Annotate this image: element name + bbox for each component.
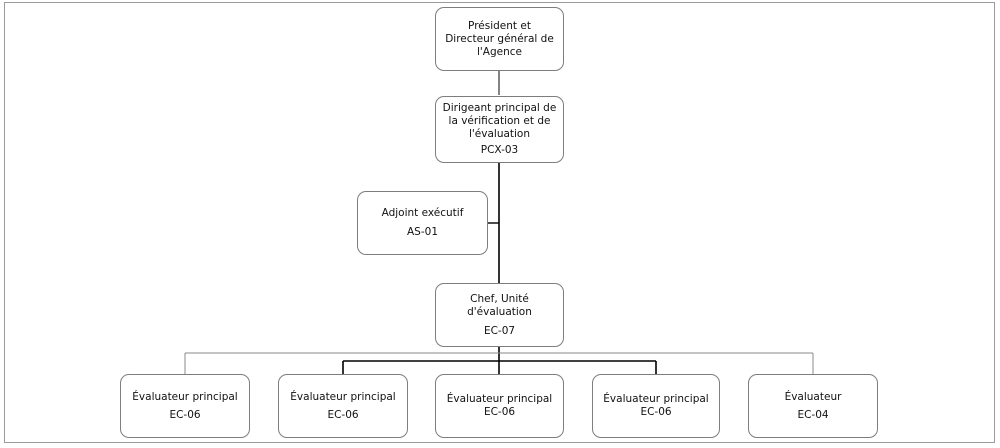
- node-cao: Dirigeant principal de la vérification e…: [435, 96, 564, 163]
- node-evaluator-3-title: Évaluateur principal: [446, 393, 553, 405]
- node-cao-code: PCX-03: [480, 144, 519, 156]
- node-evaluator-5: Évaluateur EC-04: [748, 374, 878, 438]
- node-evaluator-1: Évaluateur principal EC-06: [120, 374, 250, 438]
- diagram-frame: [4, 2, 995, 443]
- node-evaluator-4-title: Évaluateur principal: [603, 393, 709, 405]
- node-evaluator-1-title: Évaluateur principal: [132, 390, 238, 403]
- node-assistant-code: AS-01: [407, 226, 438, 238]
- node-evaluator-2: Évaluateur principal EC-06: [278, 374, 408, 438]
- node-evaluator-2-title: Évaluateur principal: [290, 390, 396, 403]
- node-evaluator-3: Évaluateur principal EC-06: [435, 374, 564, 438]
- node-chief: Chef, Unité d'évaluation EC-07: [435, 283, 564, 347]
- node-evaluator-1-code: EC-06: [169, 408, 201, 421]
- node-chief-code: EC-07: [483, 324, 516, 337]
- node-chief-title: Chef, Unité d'évaluation: [467, 292, 532, 318]
- node-president: Président et Directeur général de l'Agen…: [435, 7, 564, 71]
- node-evaluator-4-code: EC-06: [640, 406, 672, 418]
- node-evaluator-3-code: EC-06: [483, 406, 516, 418]
- node-assistant: Adjoint exécutif AS-01: [357, 191, 488, 255]
- node-assistant-title: Adjoint exécutif: [381, 207, 464, 219]
- node-cao-title: Dirigeant principal de la vérification e…: [442, 102, 557, 140]
- node-evaluator-5-code: EC-04: [797, 408, 829, 421]
- node-evaluator-2-code: EC-06: [327, 408, 359, 421]
- node-evaluator-4: Évaluateur principal EC-06: [592, 374, 720, 438]
- node-president-title: Président et Directeur général de l'Agen…: [445, 19, 554, 58]
- node-evaluator-5-title: Évaluateur: [784, 390, 842, 403]
